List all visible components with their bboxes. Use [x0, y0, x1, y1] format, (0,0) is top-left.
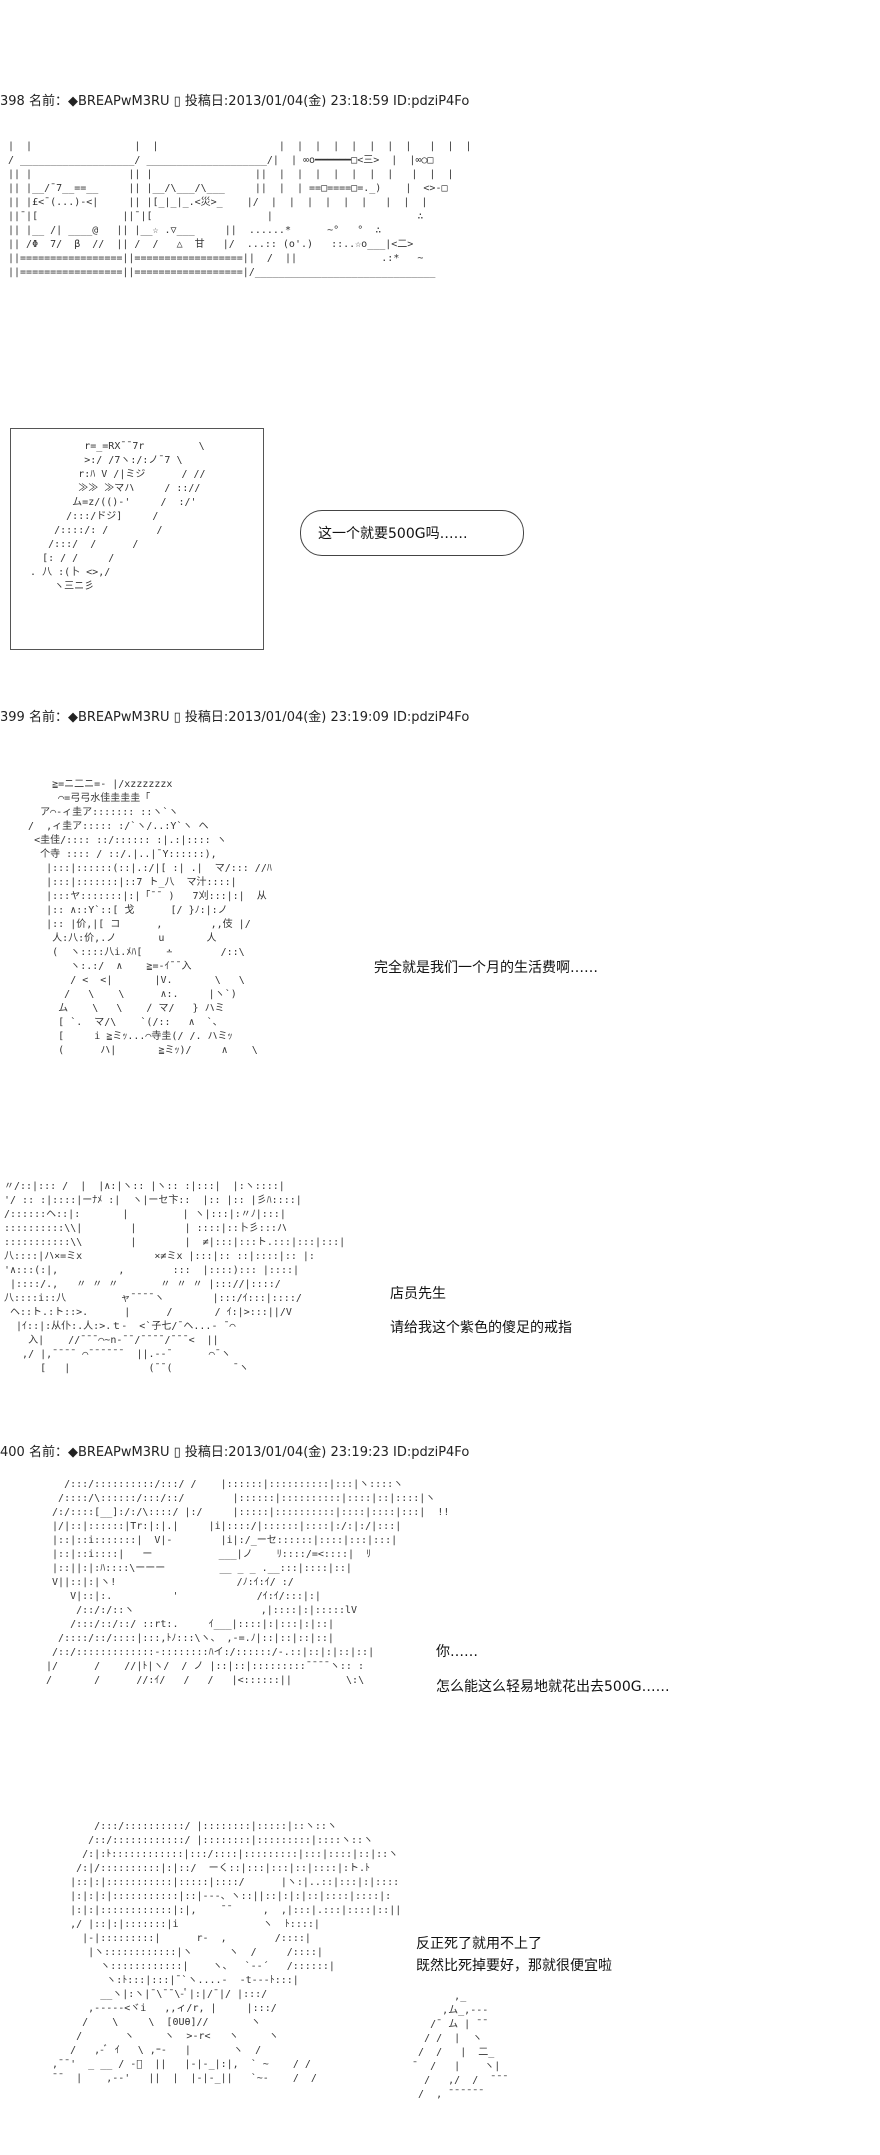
- post-400-line-2: 怎么能这么轻易地就花出去500G……: [436, 1679, 670, 1695]
- ascii-art-shopkeeper-face: 〃/::|::: / | |∧:|ヽ:: |ヽ:: :|:::| |:ヽ::::…: [4, 1181, 346, 1374]
- post-header-400: 400 名前：◆BREAPwM3RU ▯ 投稿日:2013/01/04(金) 2…: [0, 1445, 470, 1460]
- speech-bubble-398: [300, 510, 524, 556]
- post-400-line-1: 你……: [436, 1644, 478, 1660]
- ascii-art-ring-closeup: r=_=RX¯¯7r \ >:/ /7ヽ:/:ノ¯7 \ r:ﾊ V /|ミジ …: [30, 441, 206, 592]
- ascii-art-small-figure: ,_ ,ム_,--- /¯ ム | ¯¯ / / | ヽ / / | 二_ ¯ …: [412, 1991, 509, 2100]
- ascii-art-frame: [10, 428, 264, 650]
- post-header-398: 398 名前：◆BREAPwM3RU ▯ 投稿日:2013/01/04(金) 2…: [0, 94, 470, 109]
- post-399-line-2: 店员先生: [390, 1286, 446, 1302]
- ascii-art-character-smiling: /:::/::::::::::/ |::::::::|:::::|::ヽ::ヽ …: [52, 1821, 402, 2084]
- post-398-line-1: 这一个就要500G吗……: [318, 526, 468, 542]
- post-399-line-1: 完全就是我们一个月的生活费啊……: [374, 960, 598, 976]
- ascii-art-character-speaking: ≧=ニ二ニ=- |/xzzzzzzx ⌒=弓弓水佳圭圭圭「 ア⌒-ィ圭ア::::…: [28, 779, 272, 1056]
- post-400-line-3: 反正死了就用不上了: [416, 1936, 542, 1952]
- ascii-art-shop-shelves: | | | | | | | | | | | | | | | / ________…: [8, 141, 472, 278]
- post-400-line-4: 既然比死掉要好，那就很便宜啦: [416, 1958, 612, 1974]
- post-header-399: 399 名前：◆BREAPwM3RU ▯ 投稿日:2013/01/04(金) 2…: [0, 710, 470, 725]
- post-399-line-3: 请给我这个紫色的傻足的戒指: [390, 1320, 572, 1336]
- ascii-art-partner-shocked: /:::/::::::::::/:::/ / |::::::|:::::::::…: [46, 1479, 450, 1686]
